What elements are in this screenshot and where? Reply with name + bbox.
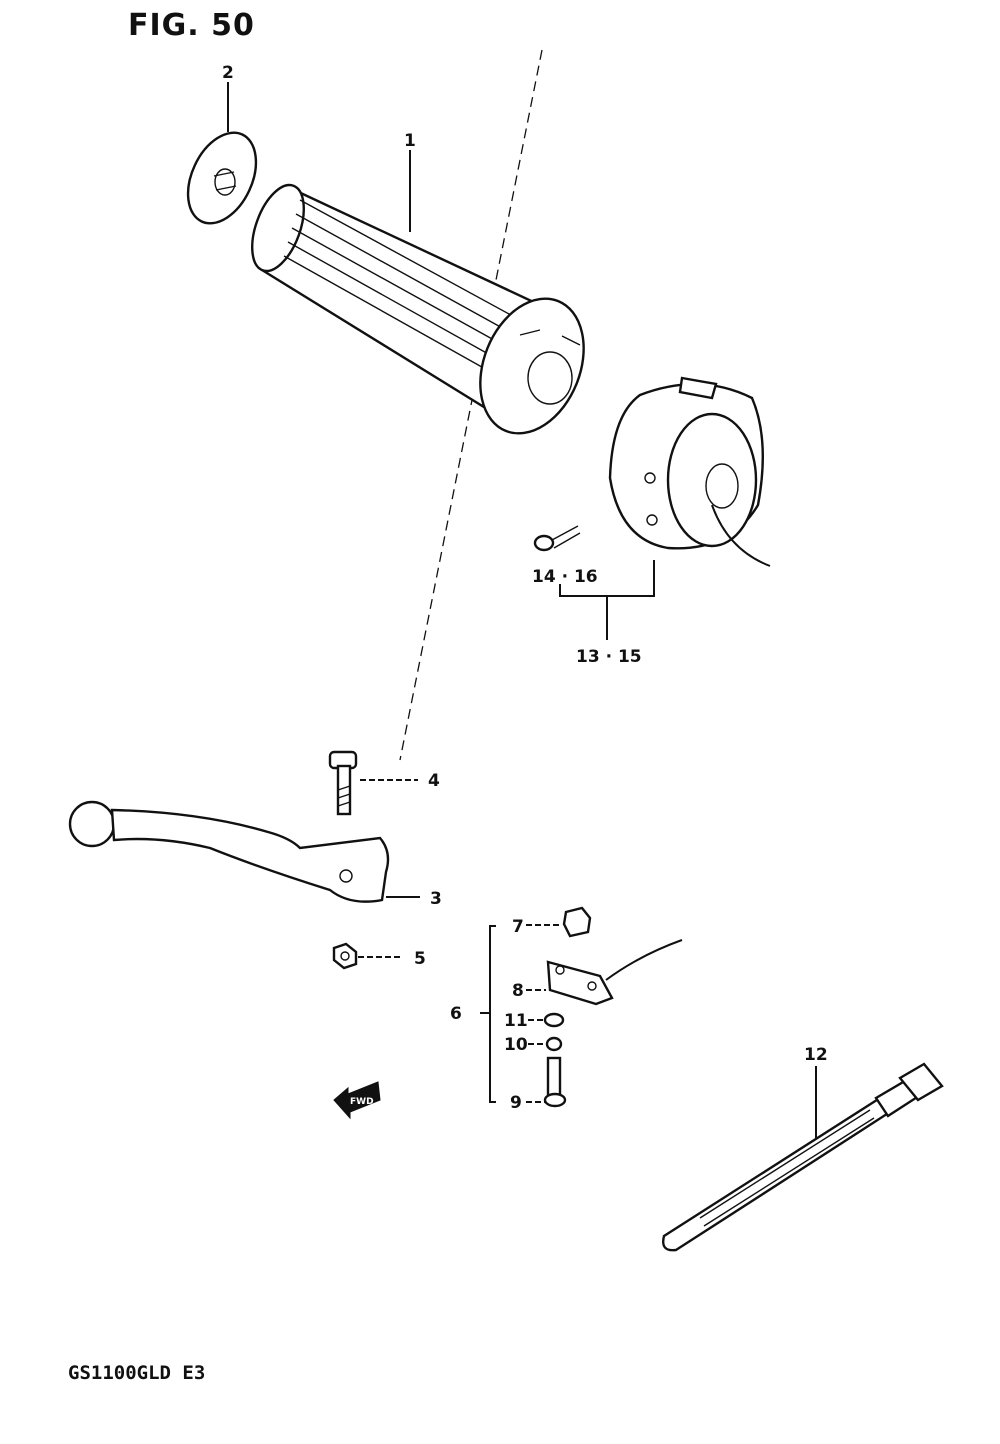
callout-2: 2 (222, 63, 234, 83)
callout-11: 11 (504, 1011, 528, 1031)
callout-8: 8 (512, 981, 524, 1001)
callout-10: 10 (504, 1035, 528, 1055)
callout-5: 5 (414, 949, 426, 969)
part-8-switch (546, 939, 683, 1006)
arrow-label: FWD (350, 1097, 374, 1107)
direction-arrow-icon (333, 1081, 381, 1120)
part-7-cap (562, 906, 592, 938)
bracket-13-15 (559, 560, 655, 640)
part-5-nut (332, 942, 358, 970)
callout-9: 9 (510, 1093, 522, 1113)
part-14-screw (533, 525, 581, 552)
part-3-lever (68, 800, 390, 903)
axis-line (399, 49, 543, 761)
callout-1: 1 (404, 131, 416, 151)
part-11-washer (543, 1012, 565, 1028)
model-code: GS1100GLD E3 (68, 1362, 206, 1384)
part-13-switch-housing (608, 376, 771, 567)
callout-12: 12 (804, 1045, 828, 1065)
bracket-6 (480, 925, 496, 1103)
callout-3: 3 (430, 889, 442, 909)
callout-4: 4 (428, 771, 440, 791)
part-2-end-cap (186, 131, 258, 225)
part-10-lockwasher (545, 1036, 563, 1052)
part-9-screw (543, 1056, 567, 1108)
figure-title: FIG. 50 (128, 8, 255, 43)
callout-14-16: 14 · 16 (532, 567, 598, 587)
callout-6: 6 (450, 1004, 462, 1024)
callout-7: 7 (512, 917, 524, 937)
part-12-cable-tie (662, 1062, 944, 1252)
callout-13-15: 13 · 15 (576, 647, 642, 667)
part-1-grip (251, 183, 585, 435)
part-4-pivot-bolt (328, 750, 358, 816)
